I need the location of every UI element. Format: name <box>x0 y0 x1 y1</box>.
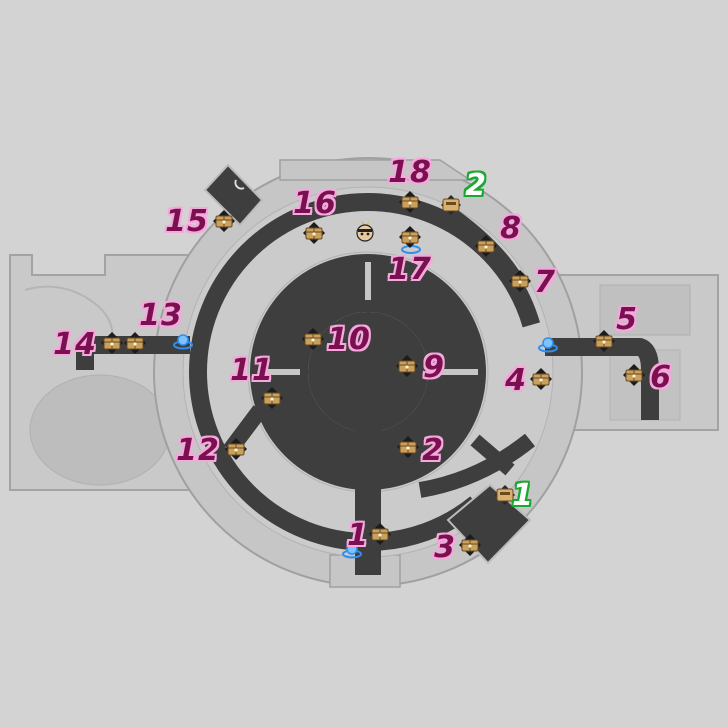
chest-number-label: 16 <box>293 186 337 221</box>
treasure-chest-icon[interactable] <box>397 436 419 462</box>
teleport-waypoint-icon[interactable] <box>537 334 559 358</box>
chest-number-label: 1 <box>347 518 369 553</box>
chest-number-label: 18 <box>388 155 432 190</box>
chest-number-label: 8 <box>500 211 522 246</box>
chest-number-label: 14 <box>53 327 97 362</box>
chest-number-label: 15 <box>165 204 209 239</box>
chest-number-label: 11 <box>230 353 274 388</box>
treasure-chest-icon[interactable] <box>369 523 391 549</box>
chest-number-label: 10 <box>327 322 371 357</box>
treasure-chest-icon[interactable] <box>459 534 481 560</box>
chest-number-label: 9 <box>423 350 445 385</box>
chest-number-label: 6 <box>650 360 672 395</box>
npc-character-icon[interactable] <box>354 218 376 246</box>
treasure-chest-icon[interactable] <box>530 368 552 394</box>
treasure-chest-icon[interactable] <box>101 332 123 358</box>
treasure-chest-icon[interactable] <box>303 222 325 248</box>
treasure-chest-icon[interactable] <box>475 235 497 261</box>
west-wing-floor <box>9 254 201 491</box>
northwest-room <box>203 163 264 227</box>
treasure-chest-icon[interactable] <box>399 191 421 217</box>
treasure-chest-icon[interactable] <box>124 332 146 358</box>
spoke-dividers <box>258 262 478 375</box>
treasure-chest-icon[interactable] <box>399 226 421 252</box>
special-chest-icon[interactable] <box>440 194 462 220</box>
treasure-chest-icon[interactable] <box>261 387 283 413</box>
treasure-chest-icon[interactable] <box>623 364 645 390</box>
treasure-chest-icon[interactable] <box>509 270 531 296</box>
special-chest-icon[interactable] <box>494 484 516 510</box>
treasure-chest-icon[interactable] <box>213 210 235 236</box>
chest-number-label: 4 <box>505 363 527 398</box>
chest-number-label: 12 <box>176 433 220 468</box>
treasure-chest-icon[interactable] <box>593 330 615 356</box>
special-chest-number-label: 2 <box>465 168 487 203</box>
teleport-waypoint-icon[interactable] <box>172 331 194 355</box>
chest-number-label: 7 <box>534 265 556 300</box>
chest-number-label: 3 <box>434 530 456 565</box>
treasure-chest-icon[interactable] <box>302 328 324 354</box>
chest-number-label: 5 <box>616 302 638 337</box>
treasure-chest-icon[interactable] <box>396 355 418 381</box>
chest-number-label: 17 <box>388 252 432 287</box>
teleport-waypoint-icon[interactable] <box>341 540 363 564</box>
chest-number-label: 2 <box>422 433 444 468</box>
treasure-chest-icon[interactable] <box>225 438 247 464</box>
special-chest-number-label: 1 <box>512 478 534 513</box>
chest-number-label: 13 <box>139 298 183 333</box>
